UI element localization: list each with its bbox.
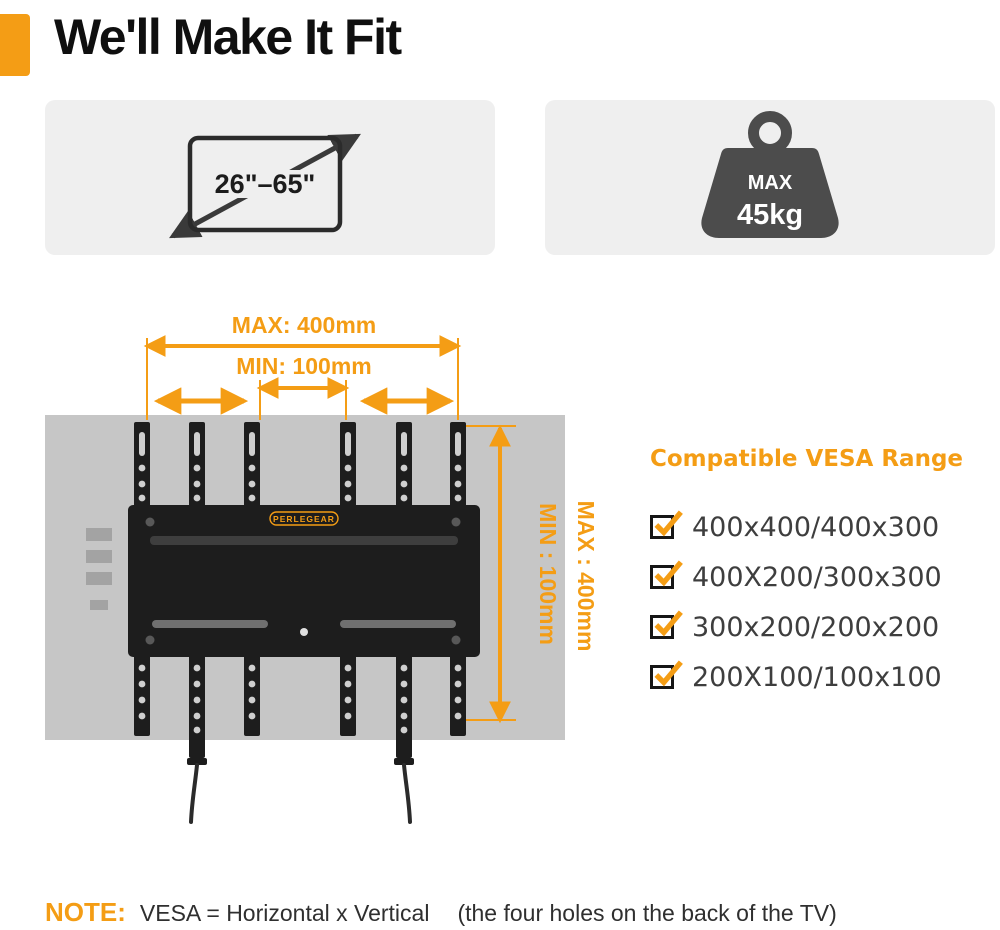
note-hint: (the four holes on the back of the TV) <box>457 900 837 926</box>
list-item: 400x400/400x300 <box>650 502 995 552</box>
dimension-min-height-label: MIN : 100mm <box>535 503 561 645</box>
screen-size-range: 26"–65" <box>190 138 340 230</box>
mount-diagram: PERLEGEAR MAX: 400mm MIN: 100mm MIN : 10… <box>45 312 599 824</box>
center-hole <box>300 628 308 636</box>
tv-size-panel: 26"–65" <box>45 100 495 255</box>
dimension-max-width: MAX: 400mm <box>143 312 462 420</box>
brand-badge <box>269 511 339 526</box>
dimension-max-height-label: MAX : 400mm <box>573 501 599 652</box>
vesa-heading: Compatible VESA Range <box>650 446 964 472</box>
list-item: 200X100/100x100 <box>650 652 995 702</box>
checkbox-icon <box>650 510 683 539</box>
weight-body-icon <box>701 148 839 238</box>
vesa-size: 400x400/400x300 <box>692 511 940 543</box>
note-definition: VESA = Horizontal x Vertical <box>139 900 430 926</box>
vesa-list: 400x400/400x300 400X200/300x300 300x200/… <box>650 502 995 702</box>
checkbox-icon <box>650 660 683 689</box>
screen-size-label: 26"–65" <box>211 169 319 198</box>
vesa-size: 300x200/200x200 <box>692 611 940 643</box>
list-item: 400X200/300x300 <box>650 552 995 602</box>
vesa-section: Compatible VESA Range 400x400/400x300 40… <box>650 446 995 702</box>
brand-label: PERLEGEAR <box>273 514 335 524</box>
weight-panel: MAX 45kg <box>545 100 995 255</box>
vesa-size: 400X200/300x300 <box>692 561 942 593</box>
tv-cables <box>189 763 412 824</box>
weight-handle-icon <box>748 111 792 155</box>
list-item: 300x200/200x200 <box>650 602 995 652</box>
checkbox-icon <box>650 560 683 589</box>
svg-text:MIN: 100mm: MIN: 100mm <box>236 353 371 379</box>
mount-plate: PERLEGEAR <box>128 505 480 657</box>
footnote: NOTE: VESA = Horizontal x Vertical (the … <box>45 897 995 928</box>
dimension-height: MIN : 100mm MAX : 400mm <box>466 424 599 724</box>
dimension-min-width: MIN: 100mm <box>236 353 372 420</box>
accent-bar <box>0 14 30 76</box>
weight-icon: MAX 45kg <box>701 111 839 238</box>
weight-max-label: MAX <box>748 172 793 194</box>
page-title: We'll Make It Fit <box>54 9 402 65</box>
tv-outline-icon <box>187 135 343 233</box>
vesa-size: 200X100/100x100 <box>692 661 942 693</box>
note-label: NOTE: <box>45 897 126 927</box>
svg-text:MAX: 400mm: MAX: 400mm <box>232 312 376 338</box>
weight-value: 45kg <box>737 199 803 231</box>
checkbox-icon <box>650 610 683 639</box>
